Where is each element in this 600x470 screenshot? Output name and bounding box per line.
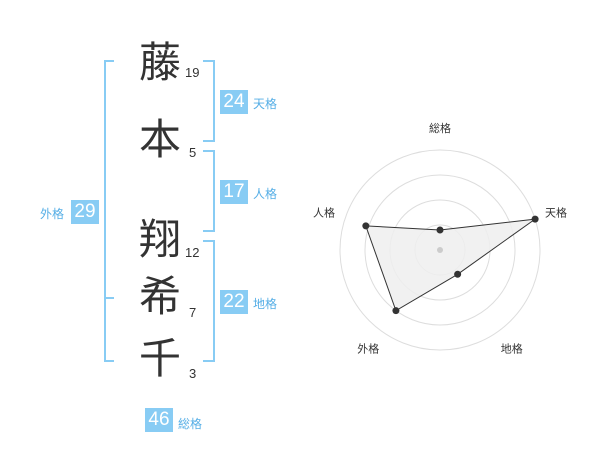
radar-point-4: [392, 307, 400, 315]
name-char-2: 本: [138, 115, 181, 164]
stroke-count-3: 12: [185, 245, 200, 260]
stroke-count-1: 19: [185, 65, 200, 80]
jinkaku-value: 17: [220, 180, 248, 204]
jinkaku-label: 人格: [253, 187, 278, 201]
gaikaku-value: 29: [71, 200, 99, 224]
chikaku-bracket: [203, 240, 215, 362]
outer-bracket: [104, 60, 114, 362]
tenkaku-bracket: [203, 60, 215, 142]
radar-point-3: [454, 270, 462, 278]
radar-point-2: [531, 215, 539, 223]
chikaku-value: 22: [220, 290, 248, 314]
radar-axis-label-2: 天格: [545, 205, 567, 219]
radar-axis-label-1: 総格: [429, 121, 451, 135]
radar-data-polygon: [365, 218, 536, 312]
radar-axis-label-3: 地格: [501, 342, 523, 356]
name-char-4: 希: [138, 272, 181, 321]
stroke-count-5: 3: [189, 366, 197, 381]
name-char-3: 翔: [138, 215, 181, 264]
radar-point-5: [362, 222, 370, 230]
tenkaku-label: 天格: [253, 97, 278, 111]
name-char-1: 藤: [138, 38, 181, 87]
gaikaku-label: 外格: [40, 207, 65, 221]
soukaku-value: 46: [145, 408, 173, 432]
tenkaku-value: 24: [220, 90, 248, 114]
stroke-count-2: 5: [189, 145, 197, 160]
soukaku-label: 総格: [178, 417, 203, 431]
outer-bracket-mid-tick: [104, 297, 114, 299]
chikaku-label: 地格: [253, 297, 278, 311]
radar-axis-label-5: 人格: [313, 205, 335, 219]
name-char-5: 千: [138, 334, 181, 383]
jinkaku-bracket: [203, 150, 215, 232]
stroke-count-4: 7: [189, 305, 197, 320]
radar-axis-label-4: 外格: [357, 342, 379, 356]
radar-point-1: [436, 226, 444, 234]
radar-center-dot: [437, 247, 443, 253]
